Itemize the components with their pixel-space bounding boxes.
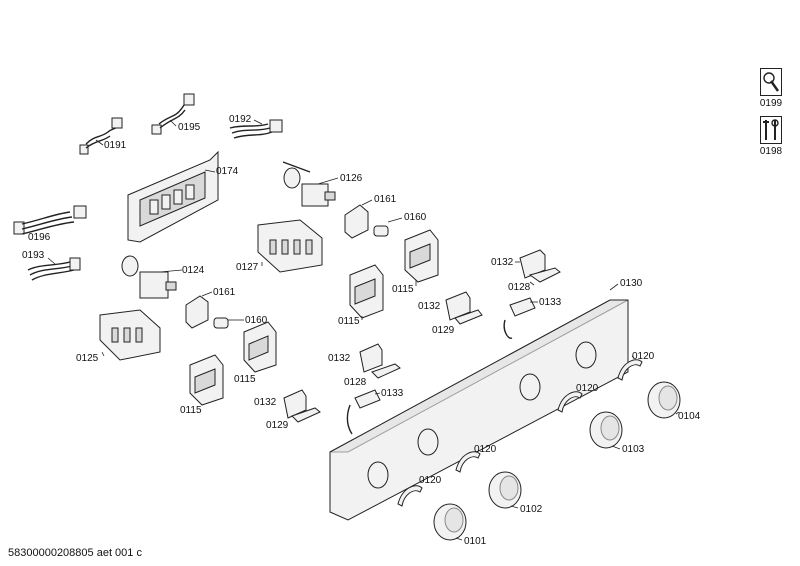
label-0115-d: 0115 — [180, 405, 202, 416]
label-0120-b: 0120 — [576, 383, 599, 394]
wire-harness-0191[interactable] — [79, 117, 123, 155]
label-0124: 0124 — [182, 265, 205, 276]
bracket-0132-a[interactable] — [515, 249, 546, 279]
lamp-holder-0115-b[interactable] — [349, 264, 384, 320]
bracket-0132-d[interactable] — [283, 389, 321, 423]
knob-ring-0120-b[interactable] — [557, 391, 583, 413]
label-0115-c: 0115 — [234, 374, 256, 385]
service-label-0198: 0198 — [759, 146, 783, 157]
lamp-cable-0133-a[interactable] — [503, 297, 538, 339]
label-0129-b: 0129 — [266, 420, 289, 431]
label-0104: 0104 — [678, 411, 701, 422]
knob-0103[interactable] — [589, 411, 623, 450]
thermostat-0124[interactable] — [121, 255, 183, 299]
label-0161-upper: 0161 — [374, 194, 397, 205]
label-0161-lower: 0161 — [213, 287, 236, 298]
label-0133-b: 0133 — [381, 388, 404, 399]
label-0102: 0102 — [520, 504, 543, 515]
label-0127: 0127 — [236, 262, 259, 273]
document-code: 58300000208805 aet 001 c — [8, 547, 142, 559]
label-0174: 0174 — [216, 166, 239, 177]
label-0133-a: 0133 — [539, 297, 562, 308]
control-panel-0130[interactable] — [329, 283, 629, 521]
switch-holder-0161-lower[interactable] — [185, 291, 213, 329]
wrench-icon[interactable] — [760, 68, 782, 96]
knob-0101[interactable] — [433, 503, 467, 541]
service-label-0199: 0199 — [759, 98, 783, 109]
label-0126: 0126 — [340, 173, 363, 184]
wire-harness-0192[interactable] — [229, 119, 283, 139]
label-0192: 0192 — [229, 114, 252, 125]
label-0115-b: 0115 — [338, 316, 360, 327]
knob-0102[interactable] — [488, 471, 522, 509]
label-0191: 0191 — [104, 140, 127, 151]
knob-0104[interactable] — [647, 381, 681, 419]
terminal-block-0127[interactable] — [257, 219, 323, 273]
label-0125: 0125 — [76, 353, 99, 364]
bracket-0132-b[interactable] — [445, 291, 483, 325]
label-0160-upper: 0160 — [404, 212, 427, 223]
knob-ring-0120-a[interactable] — [617, 355, 643, 381]
terminal-block-0125[interactable] — [99, 309, 161, 361]
knob-ring-0120-d[interactable] — [397, 485, 423, 507]
label-0115-a: 0115 — [392, 284, 414, 295]
label-0120-d: 0120 — [419, 475, 442, 486]
label-0101: 0101 — [464, 536, 487, 547]
clip-0128-a[interactable] — [528, 267, 561, 286]
lamp-holder-0115-a[interactable] — [404, 229, 439, 286]
label-0132-c: 0132 — [328, 353, 351, 364]
wire-harness-0195[interactable] — [151, 93, 195, 135]
wire-harness-0193[interactable] — [27, 257, 81, 281]
selector-switch-0126[interactable] — [282, 161, 339, 207]
label-0128-b: 0128 — [344, 377, 367, 388]
label-0132-b: 0132 — [418, 301, 441, 312]
control-bracket-0174[interactable] — [127, 150, 219, 243]
lamp-holder-0115-d[interactable] — [189, 354, 224, 406]
label-0120-a: 0120 — [632, 351, 655, 362]
label-0193: 0193 — [22, 250, 45, 261]
tools-icon[interactable] — [760, 116, 782, 144]
bracket-0132-c[interactable] — [359, 343, 401, 379]
label-0196: 0196 — [28, 232, 51, 243]
lamp-cable-0133-b[interactable] — [346, 389, 381, 435]
label-0120-c: 0120 — [474, 444, 497, 455]
label-0132-d: 0132 — [254, 397, 277, 408]
label-0128-a: 0128 — [508, 282, 531, 293]
label-0195: 0195 — [178, 122, 201, 133]
label-0129-a: 0129 — [432, 325, 455, 336]
label-0130: 0130 — [620, 278, 643, 289]
lamp-0160-lower[interactable] — [213, 317, 244, 329]
lamp-0160[interactable] — [373, 217, 403, 237]
label-0132-a: 0132 — [491, 257, 514, 268]
switch-holder-0161[interactable] — [344, 199, 373, 239]
label-0160-lower: 0160 — [245, 315, 268, 326]
knob-ring-0120-c[interactable] — [455, 451, 481, 473]
wire-harness-0196[interactable] — [13, 205, 87, 235]
label-0103: 0103 — [622, 444, 645, 455]
lamp-holder-0115-c[interactable] — [243, 321, 277, 373]
